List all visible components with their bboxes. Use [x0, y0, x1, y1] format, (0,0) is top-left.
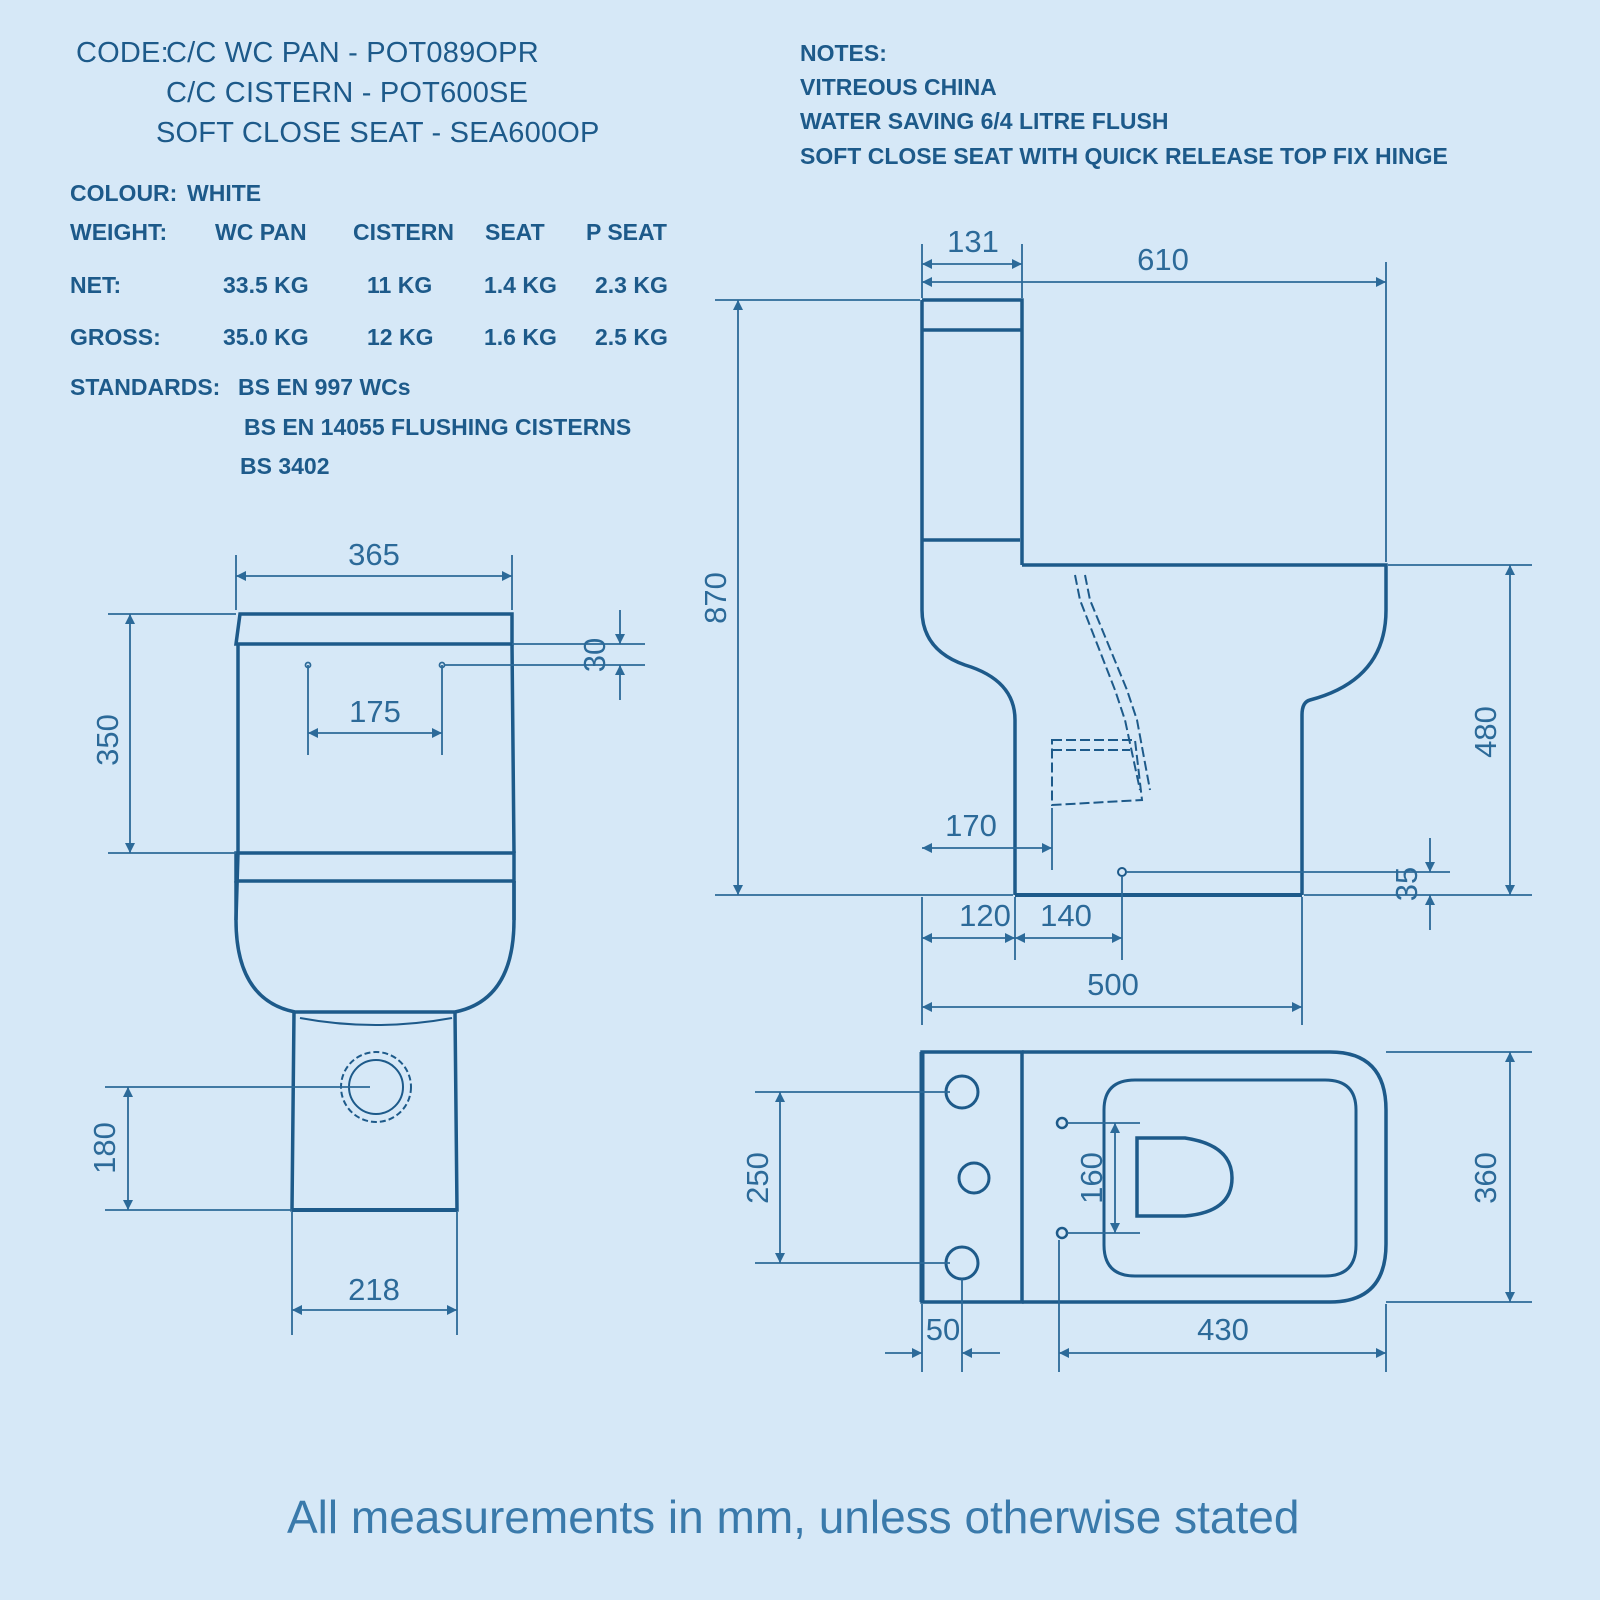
gross-cistern: 12 KG — [367, 324, 434, 350]
dim-top-hole-offset: 50 — [926, 1312, 960, 1347]
weight-col-seat: SEAT — [485, 219, 545, 245]
net-cistern: 11 KG — [367, 272, 433, 298]
dim-seat-hinge-spacing: 160 — [1074, 1152, 1109, 1204]
dim-top-width: 360 — [1468, 1152, 1503, 1204]
footer-note: All measurements in mm, unless otherwise… — [287, 1491, 1300, 1543]
dim-overall-height: 870 — [698, 572, 733, 624]
colour-label: COLOUR: — [70, 180, 178, 206]
standard-3: BS 3402 — [240, 453, 330, 479]
side-view — [920, 298, 1388, 897]
weight-col-wc-pan: WC PAN — [215, 219, 307, 245]
note-2: WATER SAVING 6/4 LITRE FLUSH — [800, 108, 1169, 134]
gross-p-seat: 2.5 KG — [595, 324, 668, 350]
net-p-seat: 2.3 KG — [595, 272, 668, 298]
dim-front-width: 365 — [348, 537, 400, 572]
code-line-3: SOFT CLOSE SEAT - SEA600OP — [156, 117, 600, 149]
top-dimensions — [755, 1051, 1532, 1372]
net-seat: 1.4 KG — [484, 272, 557, 298]
dim-pan-length: 430 — [1197, 1312, 1249, 1347]
front-dimensions — [105, 555, 645, 1335]
gross-label: GROSS: — [70, 324, 161, 350]
dim-a: 120 — [959, 898, 1011, 933]
dim-seat-height: 480 — [1468, 706, 1503, 758]
standard-2: BS EN 14055 FLUSHING CISTERNS — [244, 414, 632, 440]
note-3: SOFT CLOSE SEAT WITH QUICK RELEASE TOP F… — [800, 143, 1448, 169]
note-1: VITREOUS CHINA — [800, 74, 997, 100]
dim-base-width: 218 — [348, 1272, 400, 1307]
net-wc-pan: 33.5 KG — [223, 272, 309, 298]
dim-fixing-spacing: 250 — [740, 1152, 775, 1204]
weight-col-cistern: CISTERN — [353, 219, 454, 245]
code-line-2: C/C CISTERN - POT600SE — [166, 77, 529, 109]
gross-seat: 1.6 KG — [484, 324, 557, 350]
standards-label: STANDARDS: — [70, 374, 221, 400]
gross-wc-pan: 35.0 KG — [223, 324, 309, 350]
dim-hole-spacing: 175 — [349, 694, 401, 729]
top-view — [919, 1050, 1388, 1304]
standard-1: BS EN 997 WCs — [238, 374, 411, 400]
net-label: NET: — [70, 272, 122, 298]
code-label: CODE: — [76, 37, 169, 69]
side-dimensions — [715, 244, 1532, 1025]
dim-front-height: 350 — [90, 714, 125, 766]
dim-b: 140 — [1040, 898, 1092, 933]
dim-base-depth: 500 — [1087, 967, 1139, 1002]
notes-title: NOTES: — [800, 40, 887, 66]
dim-hole-offset: 30 — [577, 638, 612, 672]
dim-outlet-height: 180 — [87, 1122, 122, 1174]
dim-outlet-from-wall: 170 — [945, 808, 997, 843]
dim-overall-depth: 610 — [1137, 242, 1189, 277]
dim-cistern-depth: 131 — [947, 224, 999, 259]
colour-value: WHITE — [187, 180, 262, 206]
weight-label: WEIGHT: — [70, 219, 168, 245]
dim-fixing-height: 35 — [1389, 867, 1424, 901]
code-line-1: C/C WC PAN - POT089OPR — [166, 37, 539, 69]
weight-col-p-seat: P SEAT — [586, 219, 667, 245]
